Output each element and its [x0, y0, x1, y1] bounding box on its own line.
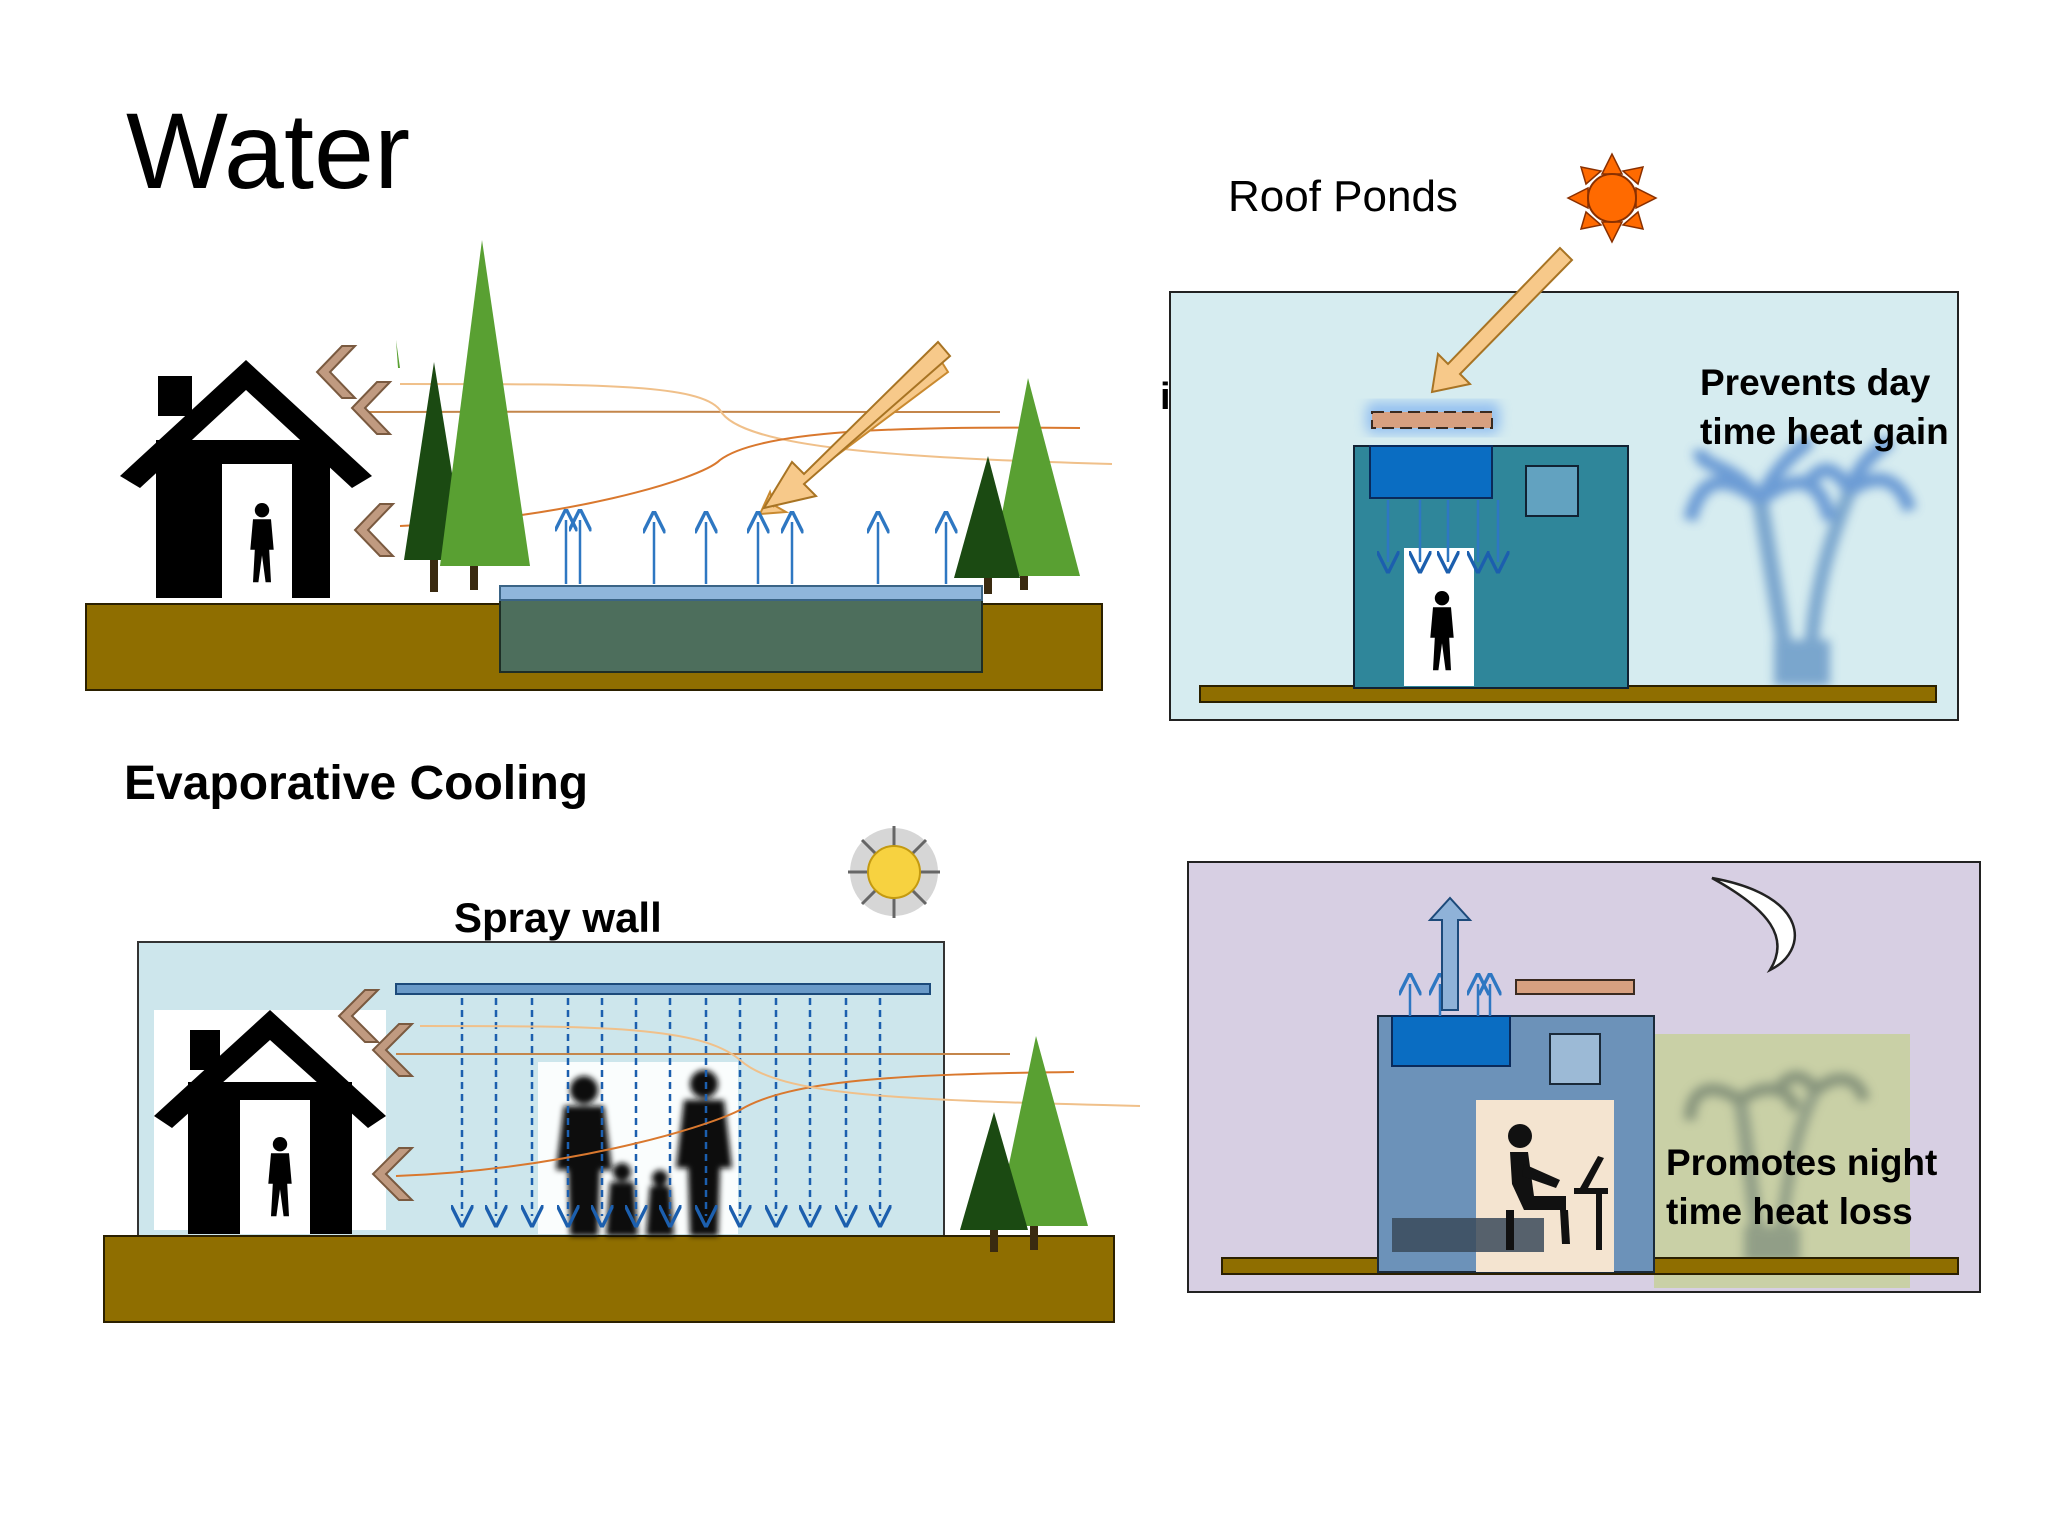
house-icon: [154, 1010, 386, 1234]
evaporative-cooling-title: Evaporative Cooling: [124, 757, 589, 810]
roof-water-tank: [1369, 445, 1493, 499]
roof-ponds-title: Roof Ponds: [1228, 172, 1458, 221]
heat-release-arrow: [1427, 896, 1473, 1011]
night-window: [1549, 1033, 1601, 1085]
palm-tree-icon: [1683, 434, 1917, 686]
insulation-panel-open: [1515, 979, 1635, 995]
slide-title: Water: [126, 90, 411, 211]
family-silhouette-icon: [556, 1070, 732, 1236]
day-window: [1525, 465, 1579, 517]
spray-wall-diagram: [103, 826, 1141, 1323]
spray-wall-label: Spray wall: [454, 894, 662, 941]
roof-pond-night-diagram: [1187, 861, 1981, 1293]
palm-tree-icon: [1684, 1070, 1870, 1262]
sun-ray-arrow: [1430, 246, 1574, 394]
evaporation-arrows: [566, 520, 946, 584]
spray-arrows: [462, 998, 880, 1216]
roof-pond-day-diagram: [1169, 152, 1959, 721]
bed: [1392, 1218, 1544, 1252]
pond-water: [499, 587, 983, 673]
night-caption: Promotes night time heat loss: [1666, 1142, 1938, 1232]
tree-icon: [960, 1036, 1088, 1252]
spray-bar: [395, 983, 931, 995]
roof-water-tank: [1391, 1015, 1511, 1067]
cooling-arrows: [1388, 500, 1498, 562]
heat-loss-arrows: [1410, 984, 1490, 1016]
tree-icon: [396, 240, 1080, 594]
sun-icon: [848, 826, 940, 918]
day-caption: Prevents day time heat gain: [1700, 362, 1949, 452]
pond-cooling-diagram: [85, 240, 1113, 691]
moon-icon: [1711, 876, 1797, 973]
sun-icon: [1566, 152, 1658, 244]
wind-chevron-icon: [315, 345, 396, 557]
pond-surface: [499, 585, 983, 601]
house-icon: [120, 360, 372, 600]
insulation-panel: [1371, 411, 1493, 429]
ground: [103, 1235, 1115, 1323]
desk-worker-icon: [1506, 1124, 1608, 1250]
wind-chevron-icon: [337, 989, 415, 1201]
